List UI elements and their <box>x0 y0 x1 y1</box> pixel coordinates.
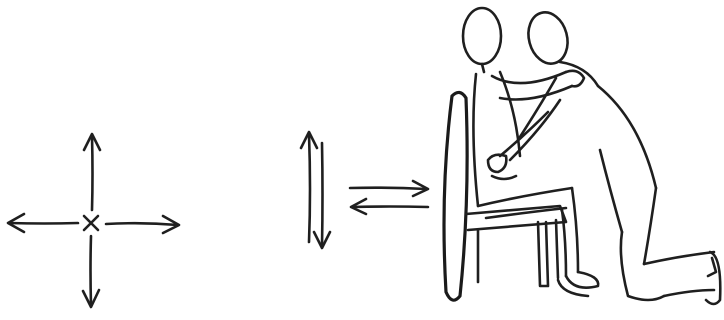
center-x-mark <box>84 216 98 230</box>
caregiver-transfer-illustration <box>444 8 720 304</box>
arrow-left-icon <box>8 214 78 232</box>
horizontal-arrows-icon <box>350 181 428 214</box>
caregiver <box>488 8 720 304</box>
arrow-right-icon <box>106 216 179 233</box>
arrow-down-icon <box>314 143 330 248</box>
chair <box>444 92 566 300</box>
arrow-up-icon <box>84 134 100 210</box>
vertical-arrows-icon <box>301 132 330 248</box>
seated-person <box>463 8 598 296</box>
four-way-arrows-icon <box>8 134 179 307</box>
arrow-left-icon <box>351 199 428 214</box>
arrow-down-icon <box>83 236 99 307</box>
arrow-right-icon <box>350 181 428 196</box>
arrow-up-icon <box>301 132 317 242</box>
